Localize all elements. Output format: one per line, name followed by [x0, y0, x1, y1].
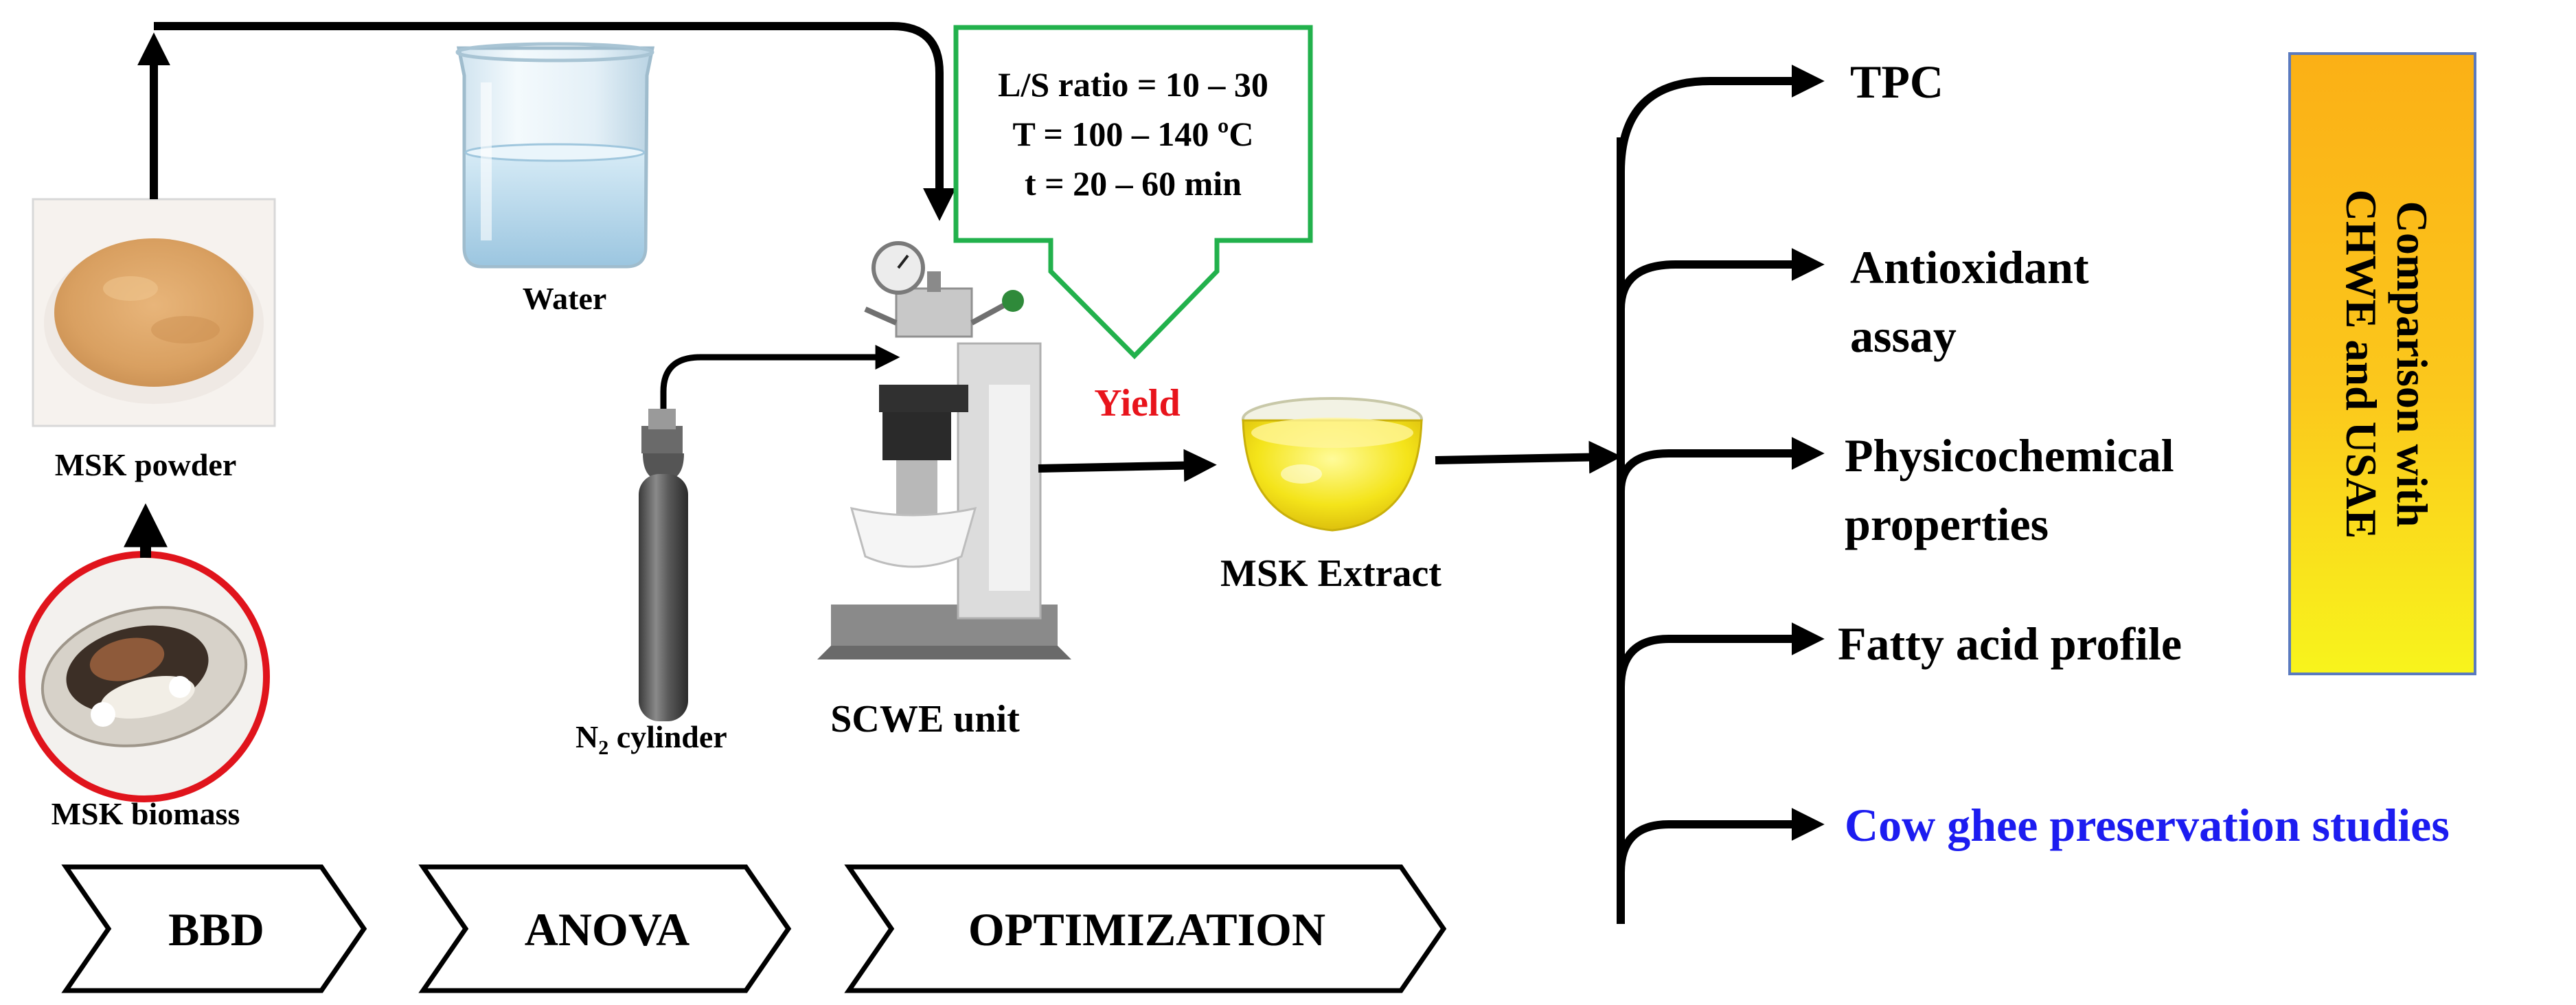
- step-bbd: BBD: [168, 903, 264, 956]
- arrow-extract-to-outputs: [1435, 440, 1622, 474]
- yield-label: Yield: [1094, 382, 1180, 425]
- output-antioxidant-line1: Antioxidant: [1850, 241, 2089, 293]
- msk-biomass-label: MSK biomass: [52, 796, 240, 831]
- output-branches: [1617, 65, 1825, 924]
- water-label: Water: [523, 281, 607, 316]
- step-anova: ANOVA: [525, 903, 690, 956]
- step-optimization-shape: [844, 864, 1447, 993]
- branch-fatty-acid: [1617, 622, 1825, 688]
- condition-temperature: T = 100 – 140 ºC: [1012, 115, 1253, 153]
- branch-physicochemical: [1617, 437, 1825, 492]
- comparison-text: Comparison with CHWE and USAE: [2337, 190, 2437, 539]
- output-fatty-acid: Fatty acid profile: [1838, 618, 2182, 670]
- scwe-unit-image: [817, 241, 1071, 659]
- output-physicochemical-line2: properties: [1845, 498, 2049, 550]
- gas-line: [660, 354, 886, 409]
- comparison-line1: Comparison with: [2388, 201, 2437, 528]
- msk-biomass-image: [19, 551, 270, 802]
- branch-antioxidant: [1617, 248, 1825, 310]
- step-anova-shape: [418, 864, 792, 993]
- n2-cylinder-image: [639, 409, 688, 721]
- scwe-unit-label: SCWE unit: [830, 698, 1020, 741]
- step-optimization: OPTIMIZATION: [968, 903, 1325, 956]
- branch-tpc: [1617, 65, 1825, 172]
- output-physicochemical-line1: Physicochemical: [1845, 429, 2174, 482]
- msk-extract-label: MSK Extract: [1220, 552, 1441, 595]
- output-tpc: TPC: [1850, 56, 1944, 108]
- step-bbd-shape: [61, 864, 367, 993]
- msk-powder-label: MSK powder: [55, 447, 237, 482]
- output-antioxidant-line2: assay: [1850, 310, 1957, 362]
- conditions-callout: [953, 25, 1313, 359]
- arrow-scwe-to-extract: [1038, 449, 1217, 482]
- step-chevrons: [61, 864, 1447, 993]
- comparison-line2: CHWE and USAE: [2337, 190, 2386, 539]
- condition-time: t = 20 – 60 min: [1025, 164, 1242, 203]
- branch-ghee: [1617, 808, 1825, 873]
- msk-powder-image: [32, 198, 276, 427]
- comparison-box: [2288, 52, 2476, 675]
- n2-cylinder-label: N2 cylinder: [575, 719, 727, 759]
- condition-ls-ratio: L/S ratio = 10 – 30: [998, 65, 1268, 104]
- output-ghee-preservation: Cow ghee preservation studies: [1845, 799, 2450, 851]
- water-beaker-image: [455, 42, 655, 269]
- msk-extract-image: [1242, 397, 1423, 532]
